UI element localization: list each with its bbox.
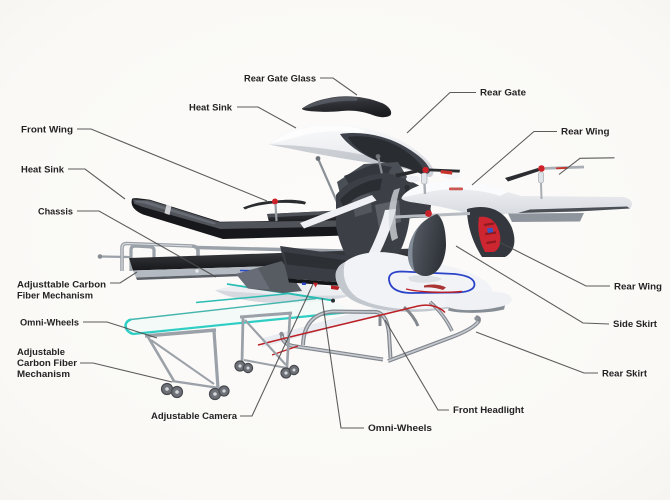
svg-text:Rear Gate: Rear Gate bbox=[480, 88, 526, 98]
svg-text:Carbon Fiber: Carbon Fiber bbox=[17, 358, 78, 368]
svg-text:Omni-Wheels: Omni-Wheels bbox=[20, 318, 79, 328]
svg-text:Adjustable Camera: Adjustable Camera bbox=[151, 411, 237, 421]
svg-text:Fiber Mechanism: Fiber Mechanism bbox=[17, 291, 93, 301]
svg-text:Side Skirt: Side Skirt bbox=[613, 319, 657, 329]
svg-text:Rear Gate Glass: Rear Gate Glass bbox=[244, 74, 316, 84]
svg-text:Front Headlight: Front Headlight bbox=[453, 405, 524, 415]
svg-text:Chassis: Chassis bbox=[38, 207, 73, 217]
svg-text:Front Wing: Front Wing bbox=[21, 125, 73, 135]
svg-text:Rear Skirt: Rear Skirt bbox=[602, 369, 647, 379]
svg-text:Rear Wing: Rear Wing bbox=[561, 127, 610, 137]
svg-text:Adjusttable Carbon: Adjusttable Carbon bbox=[17, 279, 106, 289]
svg-text:Adjustable: Adjustable bbox=[17, 347, 65, 357]
svg-text:Heat Sink: Heat Sink bbox=[189, 103, 232, 113]
svg-text:Omni-Wheels: Omni-Wheels bbox=[368, 423, 432, 433]
svg-text:Heat Sink: Heat Sink bbox=[21, 165, 64, 175]
svg-text:Mechanism: Mechanism bbox=[17, 369, 70, 379]
svg-text:Rear Wing: Rear Wing bbox=[614, 282, 662, 292]
